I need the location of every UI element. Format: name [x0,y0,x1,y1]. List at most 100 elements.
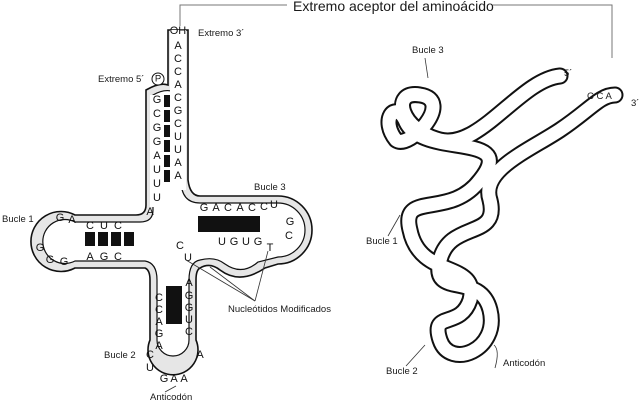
tertiary-bucle-2-label: Bucle 2 [386,366,418,377]
nucleotide: C [174,92,182,104]
nucleotide: U [146,362,154,374]
nucleotide: C [146,349,154,361]
phosphate-circle [151,72,165,86]
nucleotide: C [174,53,182,65]
bucle-2-label: Bucle 2 [104,350,136,361]
nucleotide: C [260,201,268,213]
nucleotide: T [267,242,274,254]
tertiary-backbone-fill [382,69,622,361]
nucleotide: G [60,256,69,268]
tertiary-anticodon-label: Anticodón [503,358,545,369]
nucleotide: C [248,202,256,214]
tertiary-cca: C C A [587,91,612,102]
tertiary-bucle-1-label: Bucle 1 [366,236,398,247]
d-stem-pairs [85,232,134,246]
nucleotide: A [174,170,182,182]
nucleotide: G [254,236,263,248]
oh-label: OH [170,25,187,37]
phosphate-label: P [155,74,161,85]
nucleotide: C [153,108,161,120]
cloverleaf-inner [42,36,306,357]
extremo-5-label: Extremo 5´ [98,74,144,85]
nucleotide: A [86,251,94,263]
nucleotide: A [155,340,163,352]
nucleotide: A [236,202,244,214]
nucleotide: C [86,220,94,232]
nucleotide: U [153,178,161,190]
tertiary-5-prime: 5´ [564,68,572,79]
acceptor-3-strand: A C C A C G C U U A A [174,40,183,182]
nucleotide: U [153,192,161,204]
nucleotide: C [155,304,163,316]
nucleotide: C [185,326,193,338]
nucleotide: G [230,236,239,248]
bucle-3-label: Bucle 3 [254,182,286,193]
acceptor-5-channel [150,95,164,207]
nucleotide: G [36,242,45,254]
nucleotide: C [285,230,293,242]
cloverleaf-structure: OH Extremo 3´ Extremo 5´ P A C C A C G C… [2,25,331,403]
nucleotide: A [185,277,193,289]
leader-lines [164,250,269,393]
anticodon-stem-pairs [166,286,182,324]
nucleotide: C [114,220,122,232]
anticodon-label: Anticodón [150,392,192,403]
nucleotide: A [146,206,154,218]
d-arm: G A C U C G G G A G C [36,212,122,268]
acceptor-3-channel [170,30,186,190]
nucleotide: U [174,144,182,156]
nucleotide: C [174,66,182,78]
nucleotide: G [155,328,164,340]
nucleotide: A [174,79,182,91]
t-arm: G A C A C C U G C U G U G T [200,199,295,254]
nucleotide: U [218,236,226,248]
nucleotide: G [185,302,194,314]
nucleotide: C [114,251,122,263]
nucleotide: U [242,236,250,248]
title-bracket-left [179,4,287,26]
nucleotide: C [224,202,232,214]
tertiary-3-prime: 3´ [631,98,639,109]
bucle-1-label: Bucle 1 [2,214,34,225]
t-stem-pairs [198,216,260,232]
nucleotide: C [155,292,163,304]
nucleotide: U [184,252,192,264]
nucleotide: A [170,373,178,385]
modified-nucleotides-label: Nucleótidos Modificados [228,304,331,315]
nucleotide: G [286,216,295,228]
title-bracket-right [493,4,613,58]
nucleotide: G [153,122,162,134]
nucleotide: A [68,214,76,226]
nucleotide: G [200,202,209,214]
nucleotide: G [56,212,65,224]
nucleotide: U [174,131,182,143]
nucleotide: U [153,164,161,176]
nucleotide: U [270,199,278,211]
junction-region: C U [176,240,192,264]
nucleotide: A [212,202,220,214]
nucleotide: A [153,150,161,162]
extremo-3-label: Extremo 3´ [198,28,244,39]
nucleotide: A [174,40,182,52]
tertiary-structure: Bucle 3 Bucle 1 Bucle 2 Anticodón 5´ 3´ … [366,45,639,377]
anticodon-arm: C C A G A A G G U C C U G A A A [146,277,204,385]
nucleotide: C [174,118,182,130]
nucleotide: A [174,157,182,169]
nucleotide: G [46,254,55,266]
nucleotide: G [100,251,109,263]
nucleotide: A [180,373,188,385]
nucleotide: A [196,349,204,361]
nucleotide: A [155,316,163,328]
nucleotide: G [153,136,162,148]
tertiary-leader-lines [387,57,498,369]
nucleotide: C [176,240,184,252]
tertiary-bucle-3-label: Bucle 3 [412,45,444,56]
nucleotide: U [185,314,193,326]
figure-title: Extremo aceptor del aminoácido [293,0,494,14]
acceptor-5-strand: G C G G A U U U A [146,94,161,218]
nucleotide: G [160,373,169,385]
nucleotide: G [153,94,162,106]
nucleotide: G [174,105,183,117]
acceptor-stem-pairs [164,95,170,182]
